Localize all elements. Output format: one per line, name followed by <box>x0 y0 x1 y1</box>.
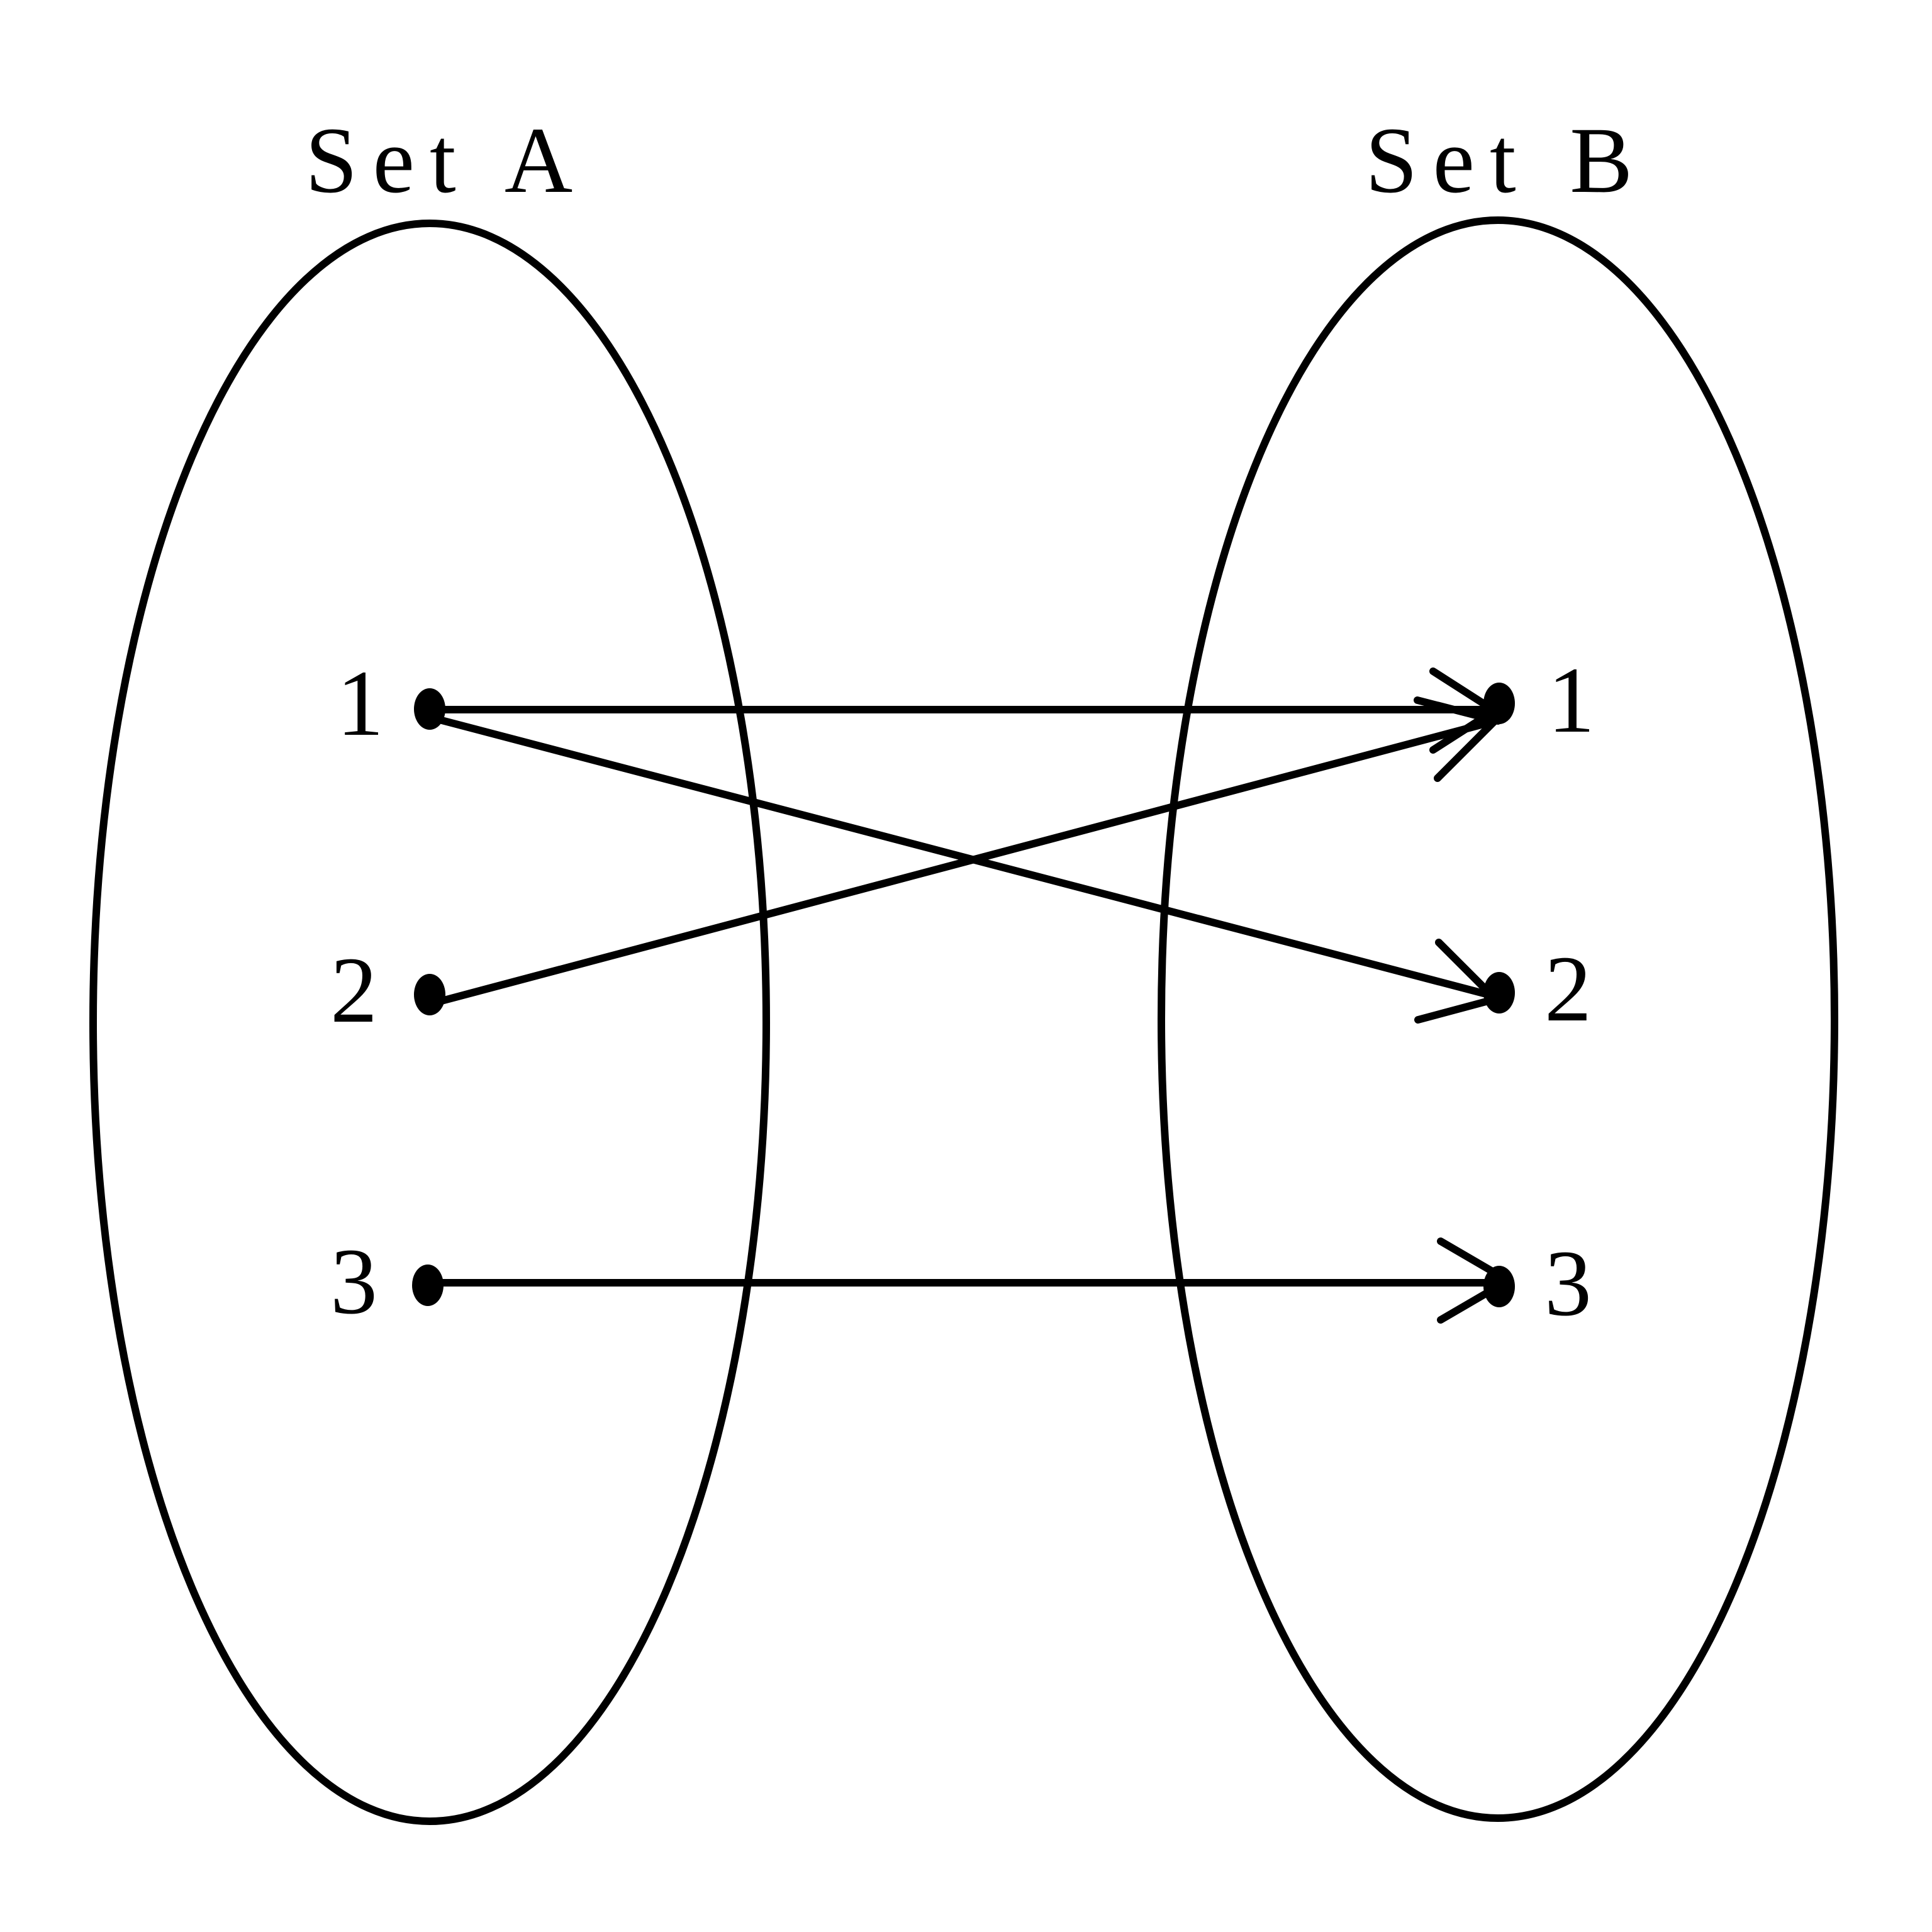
set-b-oval <box>1158 216 1838 1822</box>
set-b-element-1-dot <box>1483 683 1515 724</box>
arrow-a3-to-b3 <box>426 1237 1502 1324</box>
set-b-element-1-label: 1 <box>1548 648 1595 752</box>
mapping-arrows <box>426 667 1502 1324</box>
set-b-title: Set B <box>1365 108 1648 213</box>
set-a-element-1-label: 1 <box>337 651 384 756</box>
set-a-element-2-dot <box>414 974 445 1015</box>
set-a-element-2-label: 2 <box>330 938 377 1042</box>
set-a-element-1-dot <box>414 688 445 730</box>
set-a-element-3-dot <box>412 1265 444 1306</box>
set-b-element-2-dot <box>1483 972 1515 1013</box>
set-b-element-2-label: 2 <box>1544 937 1592 1041</box>
arrow-a1-to-b1 <box>426 667 1502 725</box>
set-a-title: Set A <box>305 108 588 213</box>
set-b-element-3-label: 3 <box>1544 1231 1592 1336</box>
set-a-element-3-label: 3 <box>330 1229 377 1334</box>
set-b-element-3-dot <box>1483 1266 1515 1307</box>
set-a-oval <box>89 220 770 1825</box>
